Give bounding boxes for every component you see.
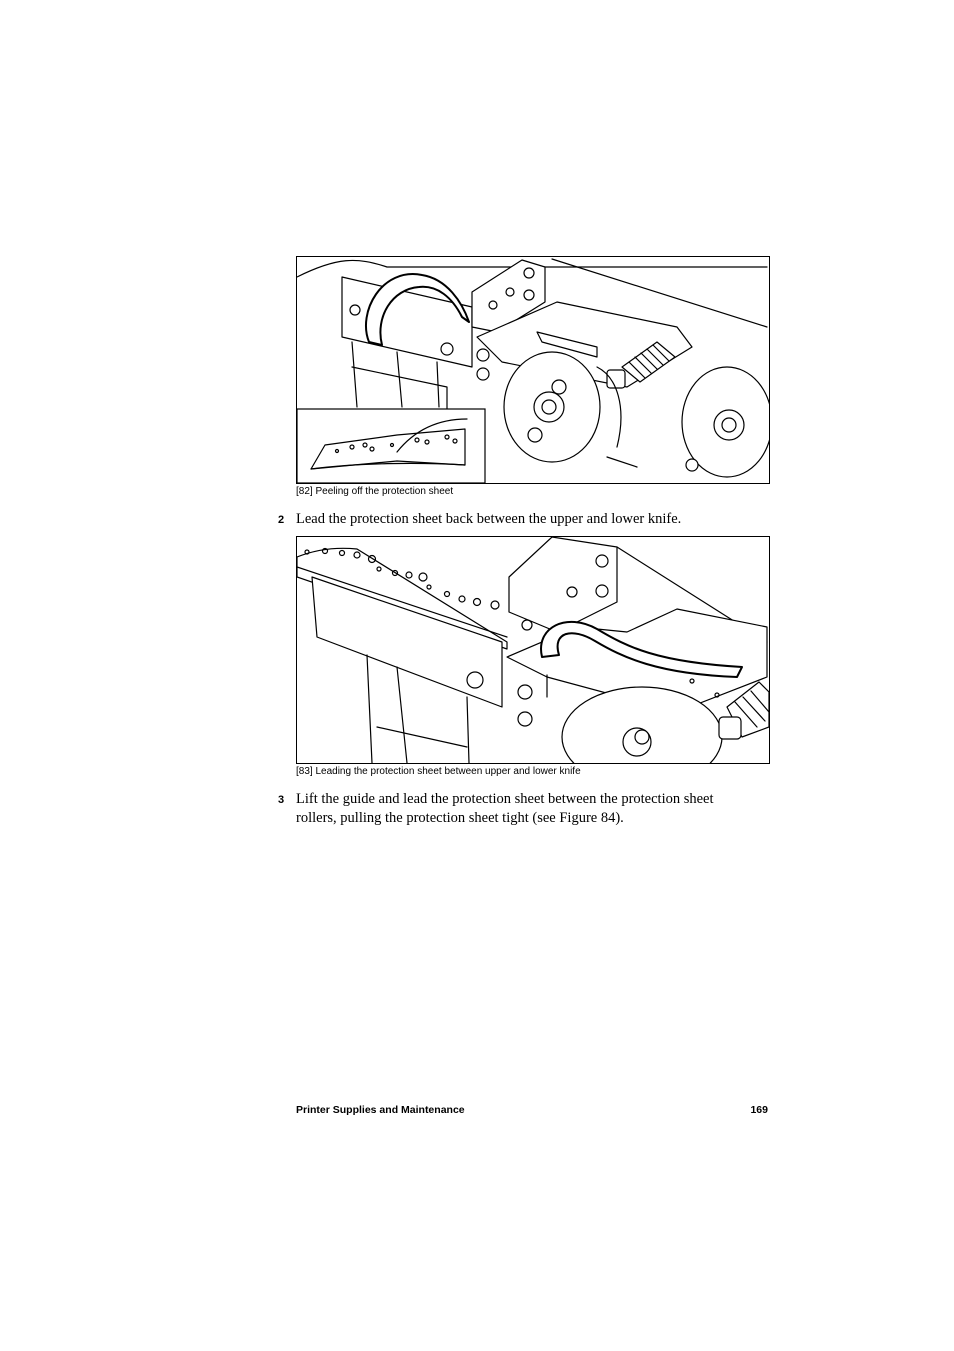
figure-leading-protection-sheet xyxy=(296,536,770,764)
roller-left xyxy=(503,351,601,463)
page-number: 169 xyxy=(750,1104,768,1116)
roller-right xyxy=(681,366,769,478)
figure-caption: [82] Peeling off the protection sheet xyxy=(296,486,454,497)
spring xyxy=(621,341,676,383)
illustration-leading-protection-sheet xyxy=(297,537,769,763)
footer-title: Printer Supplies and Maintenance xyxy=(296,1104,465,1116)
rail-holes xyxy=(304,547,500,610)
step-text: Lift the guide and lead the protection s… xyxy=(296,791,714,826)
figure-peeling-protection-sheet xyxy=(296,256,770,484)
roller xyxy=(561,686,723,763)
step-number: 2 xyxy=(278,514,285,526)
illustration-peeling-protection-sheet xyxy=(297,258,769,483)
step-text: Lead the protection sheet back between t… xyxy=(296,511,682,527)
figure-caption: [83] Leading the protection sheet betwee… xyxy=(296,766,581,777)
step-number: 3 xyxy=(278,794,285,806)
inset-detail xyxy=(297,408,486,483)
